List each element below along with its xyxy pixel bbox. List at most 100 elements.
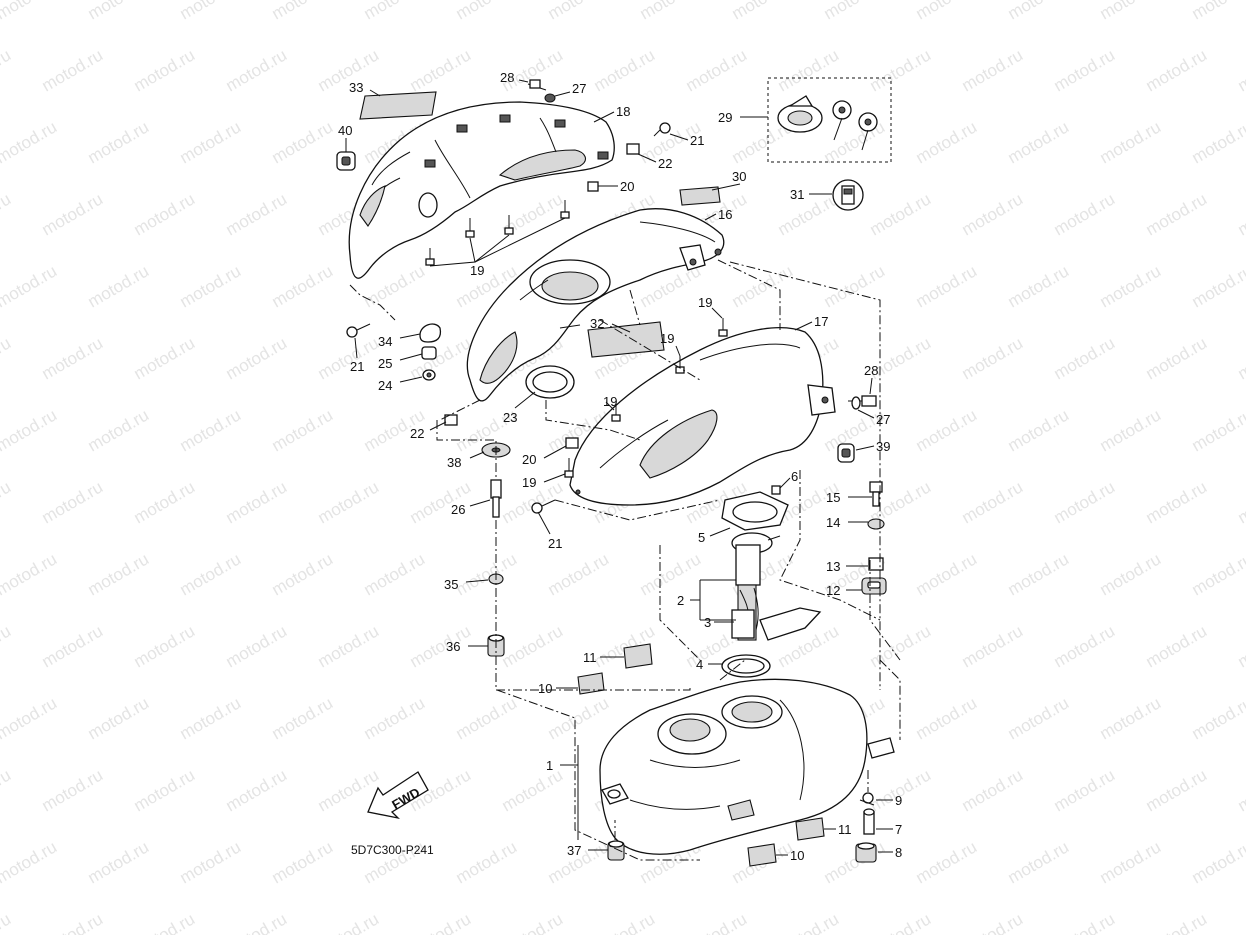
callout-26-label: 26	[451, 502, 465, 517]
callout-19-mid3: 19	[603, 394, 617, 411]
callout-9: 9	[876, 793, 902, 808]
callout-28a-label: 28	[500, 70, 514, 85]
damper-37	[607, 840, 625, 861]
callout-30-label: 30	[732, 169, 746, 184]
grommet-39	[837, 443, 855, 463]
callout-19e-label: 19	[522, 475, 536, 490]
callout-18: 18	[593, 104, 630, 123]
label-sticker-30	[679, 186, 721, 206]
callout-19-mid1: 19	[698, 295, 723, 319]
callout-8: 8	[878, 845, 902, 860]
reference-code: 5D7C300-P241	[351, 843, 434, 857]
callout-39-label: 39	[876, 439, 890, 454]
callout-4: 4	[696, 657, 722, 672]
fuel-tank-part-1	[599, 678, 895, 855]
callout-19c-label: 19	[660, 331, 674, 346]
callout-2-label: 2	[677, 593, 684, 608]
bolt-28-right	[848, 395, 877, 410]
label-sticker-33	[359, 91, 437, 120]
collar-7	[863, 808, 875, 835]
callout-21c-label: 21	[548, 536, 562, 551]
callout-14-label: 14	[826, 515, 840, 530]
callout-14: 14	[826, 515, 868, 530]
washer-14	[867, 518, 885, 530]
bolt-26	[490, 479, 502, 518]
callout-35-label: 35	[444, 577, 458, 592]
callout-9-label: 9	[895, 793, 902, 808]
damper-8	[855, 842, 877, 863]
callout-34-label: 34	[378, 334, 392, 349]
callout-32: 32	[590, 316, 631, 333]
callout-17-label: 17	[814, 314, 828, 329]
callout-22a-label: 22	[658, 156, 672, 171]
clip-22-middle	[444, 414, 458, 426]
callout-33: 33	[349, 80, 381, 97]
nut-25	[421, 346, 437, 360]
callout-3-label: 3	[704, 615, 711, 630]
pad-10-left	[577, 672, 605, 695]
callout-31-label: 31	[790, 187, 804, 202]
callout-29: 29	[718, 110, 768, 125]
callout-13: 13	[826, 559, 868, 574]
pad-11-left	[623, 643, 653, 669]
callout-7: 7	[876, 822, 902, 837]
callout-16: 16	[704, 207, 732, 222]
callout-21a-label: 21	[690, 133, 704, 148]
callout-28-top: 28	[500, 70, 529, 85]
bolt-21-top	[653, 122, 671, 137]
callout-27b-label: 27	[876, 412, 890, 427]
callout-15-label: 15	[826, 490, 840, 505]
callout-20-top: 20	[598, 179, 634, 194]
callout-19b-label: 19	[698, 295, 712, 310]
tank-cover-part-16	[466, 208, 725, 402]
callout-21-left: 21	[350, 337, 364, 374]
callout-25-label: 25	[378, 356, 392, 371]
callout-11a-label: 11	[583, 650, 597, 665]
callout-16-label: 16	[718, 207, 732, 222]
ring-23	[525, 365, 575, 399]
callout-18-label: 18	[616, 104, 630, 119]
bolt-21-lower	[531, 499, 556, 514]
emblem-31	[832, 179, 864, 211]
clip-20-middle	[565, 437, 579, 449]
callout-35: 35	[444, 577, 489, 592]
callout-10b-label: 10	[790, 848, 804, 863]
callout-15: 15	[826, 490, 872, 505]
o-ring-4	[721, 654, 771, 678]
fuel-pump-assembly	[721, 485, 822, 641]
assembly-lines	[349, 259, 901, 861]
callout-10-right: 10	[776, 848, 804, 863]
callout-5: 5	[698, 527, 731, 545]
callout-22-top: 22	[637, 153, 672, 171]
callout-20b-label: 20	[522, 452, 536, 467]
callout-6: 6	[779, 469, 798, 489]
callout-19-mid2: 19	[660, 331, 681, 357]
callout-19-low: 19	[522, 473, 566, 490]
callout-11-right: 11	[824, 822, 852, 837]
callout-32-label: 32	[590, 316, 604, 331]
callout-40: 40	[338, 123, 352, 152]
callout-37-label: 37	[567, 843, 581, 858]
callout-21b-label: 21	[350, 359, 364, 374]
callout-8-label: 8	[895, 845, 902, 860]
callout-19-top: 19	[470, 263, 484, 278]
callout-1: 1	[546, 745, 579, 840]
callout-29-label: 29	[718, 110, 732, 125]
callout-28b-label: 28	[864, 363, 878, 378]
grommet-40	[336, 151, 356, 171]
callout-5-label: 5	[698, 530, 705, 545]
callout-30: 30	[711, 169, 746, 191]
callout-23: 23	[503, 391, 536, 425]
callout-38-label: 38	[447, 455, 461, 470]
bolt-28-top	[527, 79, 556, 103]
side-cover-part-17	[569, 327, 836, 506]
callout-1-label: 1	[546, 758, 553, 773]
callout-4-label: 4	[696, 657, 703, 672]
callout-24-label: 24	[378, 378, 392, 393]
top-cover-part-18	[348, 101, 615, 279]
callout-36-label: 36	[446, 639, 460, 654]
callout-12: 12	[826, 583, 862, 598]
callout-labels: 1 2 3 4 5 6 7 8 9 10 10 11 11 12 13 14 1…	[338, 70, 902, 863]
callout-11-left: 11	[583, 650, 624, 665]
clip-9	[859, 792, 875, 806]
